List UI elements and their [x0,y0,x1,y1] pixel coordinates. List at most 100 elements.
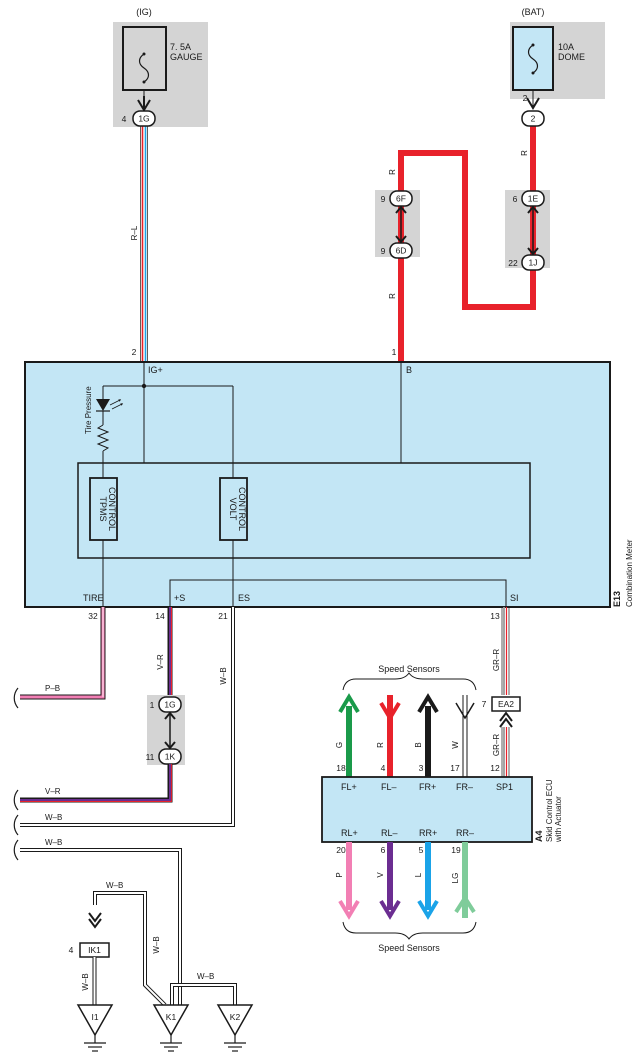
pin-2-ig: 2 [132,347,137,357]
pin-19: 19 [451,845,461,855]
wire-label-r-fl: R [376,742,385,748]
pin-3: 3 [419,763,424,773]
terminal-s: +S [174,593,185,603]
pin-17: 17 [450,763,460,773]
speed-sensors-top-label: Speed Sensors [378,664,440,674]
fuse-gauge-icon [138,53,150,83]
ecu-terminal-fl-minus: FL– [381,782,397,792]
ecu-name-1: Skid Control ECU [545,779,554,842]
wire-label-r-bat: R [520,150,529,156]
meter-code: E13 [612,591,622,607]
wire-label-lg: LG [451,873,460,884]
wire-label-w-b-7: W–B [197,972,214,981]
connector-1j: 1J [529,258,538,268]
pin-9-6d: 9 [381,246,386,256]
wire-label-gr-r-2: GR–R [492,734,501,756]
terminal-si: SI [510,593,519,603]
tire-pressure-label: Tire Pressure [84,386,93,434]
wire-label-r-l: R–L [130,225,139,240]
wire-label-g: G [335,742,344,748]
speed-sensors-bottom-brace [342,921,477,940]
connector-1g-mid: 1G [164,700,175,710]
pin-9-6f: 9 [381,194,386,204]
pin-5: 5 [419,845,424,855]
tpms-label-1: TPMS [98,496,108,521]
wire-label-w-b-1: W–B [219,667,228,684]
terminal-es: ES [238,593,250,603]
connector-6d: 6D [396,246,407,256]
speed-sensors-top-brace [342,672,477,691]
terminal-ig: IG+ [148,365,163,375]
pin-4-fl: 4 [381,763,386,773]
connector-ea2: EA2 [498,699,514,709]
connector-ik1: IK1 [88,945,101,955]
pin-14: 14 [155,611,165,621]
wire-label-v: V [376,872,385,878]
connector-6f: 6F [396,194,406,204]
wire-label-w-b-5: W–B [152,936,161,953]
ground-k1-label: K1 [166,1012,177,1022]
ecu-code: A4 [534,830,544,842]
bat-wire [398,126,536,362]
wire-label-p: P [335,872,344,877]
volt-label-1: VOLT [228,498,238,521]
pin-13: 13 [490,611,500,621]
ecu-terminal-rl-minus: RL– [381,828,398,838]
wire-label-w-b-6: W–B [81,973,90,990]
ground-k2: K2 [216,1004,254,1052]
wire-label-r-meter: R [388,293,397,299]
fuse-gauge-block [113,22,208,127]
speed-sensors-bottom-label: Speed Sensors [378,943,440,953]
connector-1k: 1K [165,752,176,762]
ground-i1-label: I1 [91,1012,98,1022]
ecu-terminal-fl-plus: FL+ [341,782,357,792]
fuse-dome-rating: 10A [558,42,574,52]
ecu-terminal-rl-plus: RL+ [341,828,358,838]
fuse-gauge-name: GAUGE [170,52,203,62]
connector-1g-top: 1G [138,114,149,124]
ground-k2-label: K2 [230,1012,241,1022]
pin-1-b: 1 [392,347,397,357]
ig-label: (IG) [136,7,152,17]
pin-1-1g: 1 [150,700,155,710]
ecu-name-2: with Actuator [554,796,563,843]
wire-label-b: B [414,742,423,747]
pin-6: 6 [381,845,386,855]
tire-pressure-led-icon [96,399,110,411]
wire-label-w-b-3: W–B [45,838,62,847]
meter-inner-box [77,462,531,559]
pin-11-1k: 11 [146,752,155,762]
ecu-terminal-rr-plus: RR+ [419,828,437,838]
pin-20: 20 [336,845,346,855]
pin-4-1g: 4 [122,114,127,124]
pin-6-1e: 6 [513,194,518,204]
ground-k1: K1 [152,1004,190,1052]
connector-2: 2 [531,114,536,124]
ecu-terminal-fr-minus: FR– [456,782,473,792]
pin-21: 21 [218,611,228,621]
wire-label-l: L [414,872,423,877]
wire-label-p-b: P–B [45,684,60,693]
pin-32: 32 [88,611,98,621]
ecu-terminal-rr-minus: RR– [456,828,474,838]
pin-18: 18 [336,763,346,773]
pin-12: 12 [490,763,500,773]
wire-label-w-b-2: W–B [45,813,62,822]
pin-7-ea2: 7 [482,699,487,709]
ecu-terminal-fr-plus: FR+ [419,782,436,792]
terminal-b: B [406,365,412,375]
resistor-icon [96,424,110,452]
wire-label-gr-r-1: GR–R [492,649,501,671]
pin-2-fuse: 2 [523,93,528,103]
ground-i1: I1 [76,1004,114,1052]
fuse-dome-name: DOME [558,52,585,62]
tpms-label-2: CONTROL [107,487,117,531]
wire-label-w-b-4: W–B [106,881,123,890]
wire-label-r-6f: R [388,169,397,175]
wire-label-w: W [451,741,460,749]
pin-4-ik1: 4 [69,945,74,955]
terminal-tire: TIRE [83,593,104,603]
wire-label-v-r-2: V–R [45,787,61,796]
meter-name: Combination Meter [625,539,634,607]
